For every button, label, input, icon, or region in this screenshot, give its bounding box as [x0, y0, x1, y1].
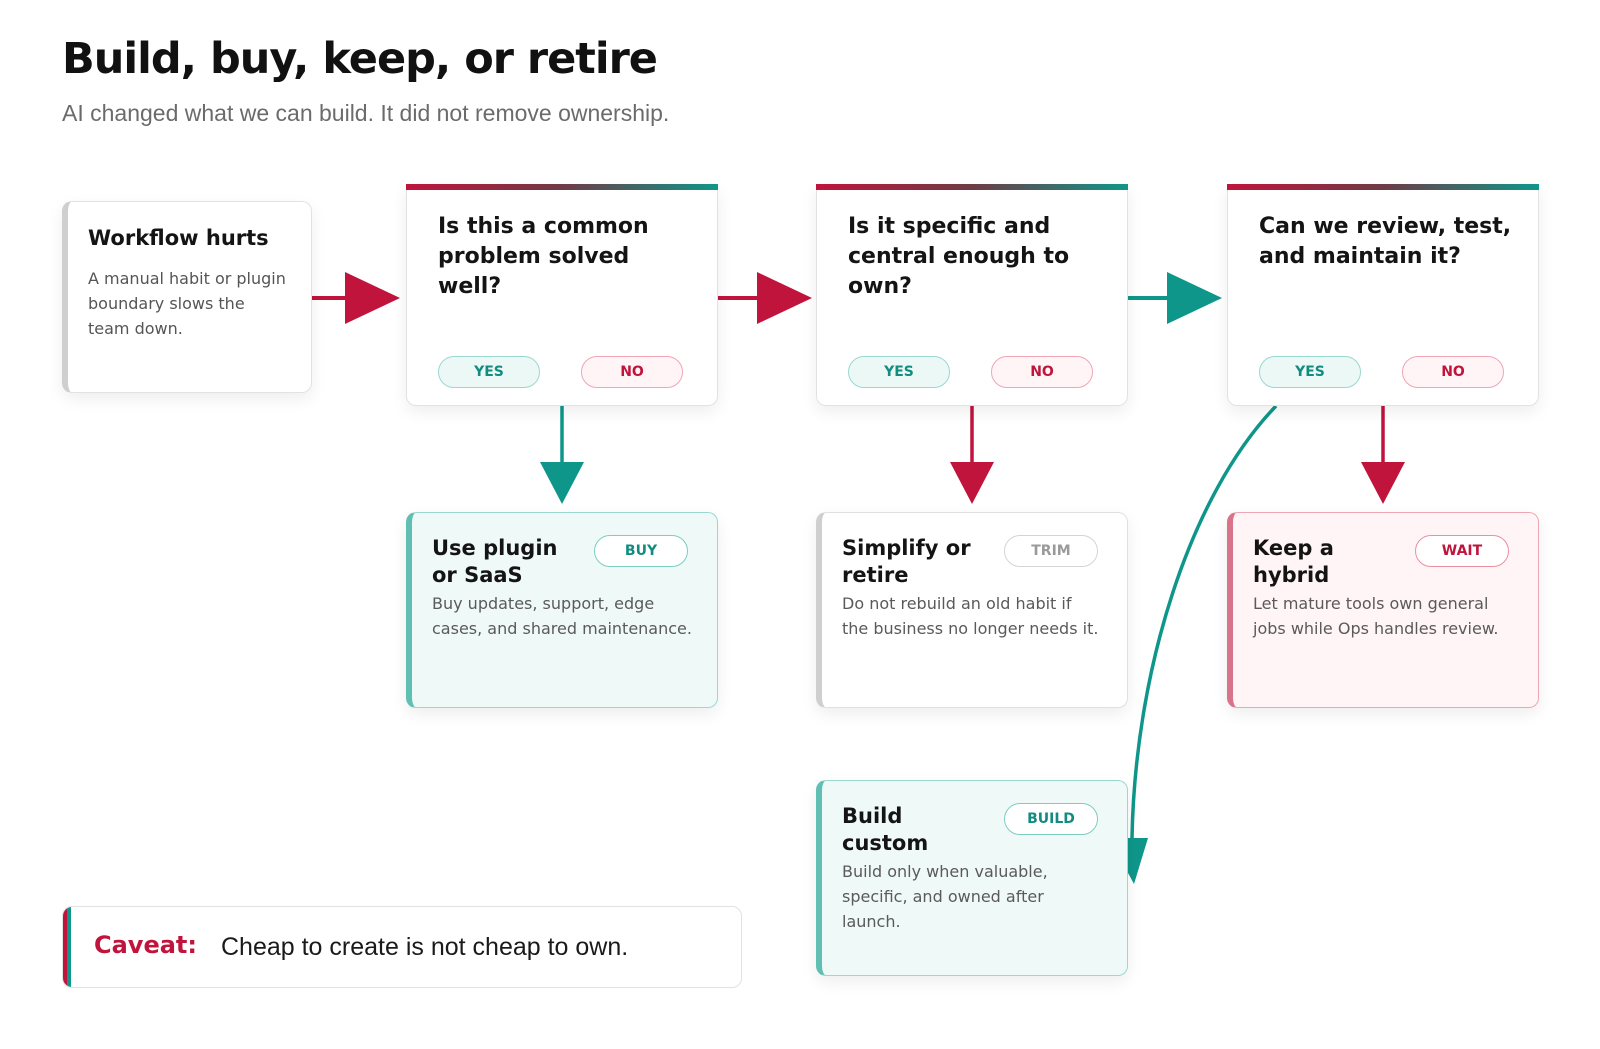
no-button[interactable]: NO: [1402, 356, 1504, 388]
gradient-bar: [816, 184, 1128, 190]
trim-badge: TRIM: [1004, 535, 1098, 567]
outcome-card-retire: Simplify or retire TRIM Do not rebuild a…: [816, 512, 1128, 708]
build-badge: BUILD: [1004, 803, 1098, 835]
yes-button[interactable]: YES: [848, 356, 950, 388]
arrow-q1-to-q2: [716, 272, 812, 324]
arrow-q2-to-q3: [1127, 272, 1222, 324]
yes-button[interactable]: YES: [1259, 356, 1361, 388]
question-title: Can we review, test, and maintain it?: [1259, 214, 1512, 269]
start-title: Workflow hurts: [88, 226, 269, 250]
question-title: Is it specific and central enough to own…: [848, 214, 1070, 299]
outcome-title: Keep a hybrid: [1253, 536, 1334, 587]
outcome-card-build: Build custom BUILD Build only when valua…: [816, 780, 1128, 976]
arrow-q1-yes-to-buy: [540, 406, 584, 504]
no-button[interactable]: NO: [581, 356, 683, 388]
outcome-card-hybrid: Keep a hybrid WAIT Let mature tools own …: [1227, 512, 1539, 708]
outcome-title: Use plugin or SaaS: [432, 536, 558, 587]
caveat-box: Caveat: Cheap to create is not cheap to …: [62, 906, 742, 988]
arrow-start-to-q1: [312, 272, 400, 324]
no-button[interactable]: NO: [991, 356, 1093, 388]
caveat-label: Caveat:: [94, 931, 197, 959]
outcome-text: Buy updates, support, edge cases, and sh…: [432, 594, 692, 638]
caveat-text: Cheap to create is not cheap to own.: [221, 933, 629, 961]
start-card: Workflow hurts A manual habit or plugin …: [62, 201, 312, 393]
page-subtitle: AI changed what we can build. It did not…: [62, 100, 670, 126]
question-title: Is this a common problem solved well?: [438, 214, 649, 299]
outcome-text: Build only when valuable, specific, and …: [842, 862, 1048, 931]
gradient-bar: [406, 184, 718, 190]
yes-button[interactable]: YES: [438, 356, 540, 388]
wait-badge: WAIT: [1415, 535, 1509, 567]
page-title: Build, buy, keep, or retire: [62, 34, 658, 84]
question-card-specific: Is it specific and central enough to own…: [816, 184, 1128, 406]
outcome-text: Let mature tools own general jobs while …: [1253, 594, 1499, 638]
outcome-card-buy: Use plugin or SaaS BUY Buy updates, supp…: [406, 512, 718, 708]
buy-badge: BUY: [594, 535, 688, 567]
question-card-common: Is this a common problem solved well? YE…: [406, 184, 718, 406]
gradient-bar: [1227, 184, 1539, 190]
outcome-title: Simplify or retire: [842, 536, 971, 587]
caveat-accent-bar: [63, 907, 71, 987]
question-card-maintain: Can we review, test, and maintain it? YE…: [1227, 184, 1539, 406]
outcome-title: Build custom: [842, 804, 929, 855]
start-text: A manual habit or plugin boundary slows …: [88, 269, 286, 338]
arrow-q3-no-to-hybrid: [1361, 406, 1405, 504]
outcome-text: Do not rebuild an old habit if the busin…: [842, 594, 1099, 638]
arrow-q2-no-to-retire: [950, 406, 994, 504]
